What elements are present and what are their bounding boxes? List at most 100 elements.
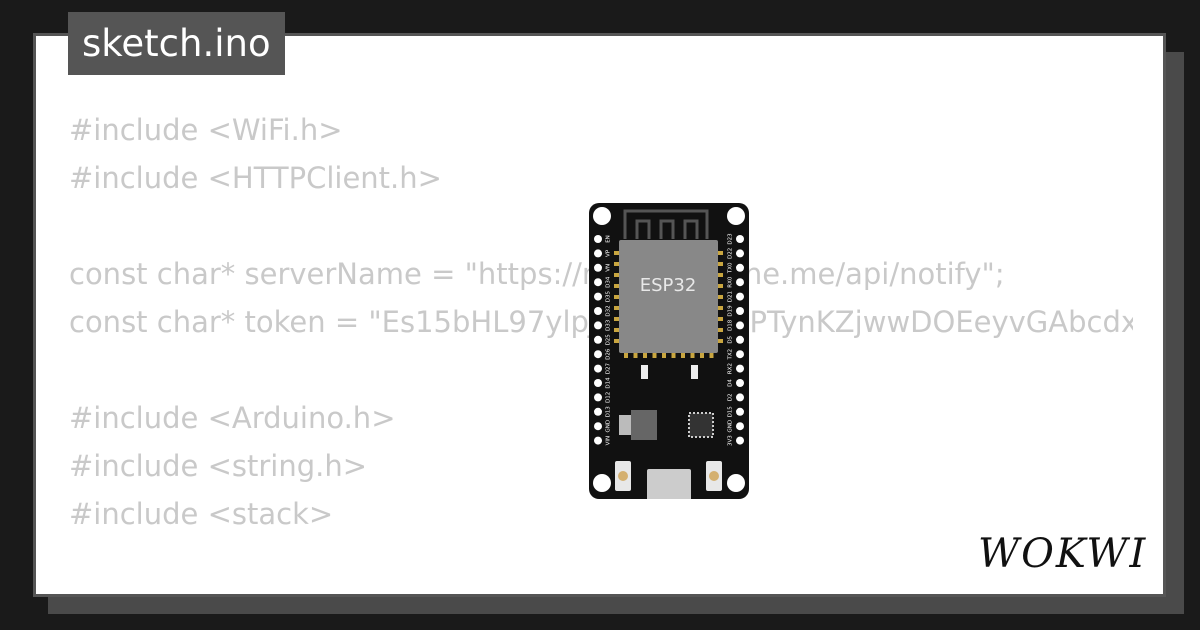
pin-label: TX2 (728, 349, 734, 361)
pin-label: D19 (728, 305, 734, 317)
voltage-regulator (631, 410, 657, 440)
chip-pad (717, 251, 723, 255)
pin-label: D23 (728, 233, 734, 245)
pin-label: D26 (606, 348, 612, 360)
mounting-hole-icon (727, 474, 745, 492)
pin-label: D32 (606, 305, 612, 316)
pin-hole (736, 364, 744, 373)
pin-label: RX0 (728, 276, 734, 288)
pin-hole (594, 364, 602, 373)
pin-label: D25 (606, 334, 612, 346)
chip-pad (690, 352, 695, 358)
pin-label: D21 (728, 291, 734, 302)
pin-hole (736, 249, 744, 258)
pin-hole (594, 407, 602, 416)
chip-pad (717, 295, 723, 299)
chip-pad (614, 284, 620, 288)
pin-hole (736, 335, 744, 344)
pin-hole (594, 321, 602, 330)
pin-hole (594, 335, 602, 344)
chip-pad (614, 328, 620, 332)
chip-pad (717, 339, 723, 343)
pin-hole (736, 422, 744, 431)
chip-pad (717, 306, 723, 310)
chip-pad (614, 251, 620, 255)
chip-pad (717, 328, 723, 332)
pin-label: D33 (606, 319, 612, 331)
pin-label: 3V3 (728, 435, 734, 446)
pin-label: D27 (606, 362, 612, 374)
led-component (641, 365, 648, 379)
pin-label: EN (606, 235, 612, 243)
chip-pad (717, 317, 723, 321)
esp32-board: ESP32 ENVPVND34D35D32D33D25D26D27D14D12D… (589, 203, 749, 499)
pin-hole (736, 307, 744, 315)
mounting-hole-icon (593, 474, 611, 492)
pin-label: D22 (728, 248, 734, 259)
chip-pad (717, 284, 723, 288)
chip-pad (633, 352, 638, 358)
wokwi-logo: WOKWI (978, 531, 1147, 577)
pin-hole (594, 292, 602, 301)
pin-hole (736, 379, 744, 387)
pin-hole (736, 436, 744, 445)
pin-label: D18 (728, 319, 734, 331)
chip-pad (681, 352, 685, 358)
esp32-chip (619, 240, 718, 353)
pin-hole (736, 235, 744, 243)
chip-pad (614, 317, 620, 321)
chip-pad (709, 352, 714, 358)
pin-hole (736, 407, 744, 416)
chip-pad (652, 352, 657, 358)
code-line: #include <string.h> (69, 449, 368, 483)
pin-label: TX0 (728, 262, 734, 274)
chip-pad (614, 306, 620, 310)
pin-label: RX2 (728, 363, 734, 374)
pin-hole (594, 263, 602, 272)
usb-port-icon (647, 469, 691, 499)
pin-label: D34 (606, 276, 612, 288)
svg-text:WOKWI: WOKWI (978, 531, 1147, 577)
pin-hole (736, 321, 744, 330)
pin-hole (594, 350, 602, 359)
mounting-hole-icon (727, 207, 745, 225)
antenna-icon (623, 209, 709, 239)
led-component (691, 365, 698, 379)
pin-label: D14 (606, 377, 612, 389)
pin-hole (736, 278, 744, 287)
pin-label: VP (606, 249, 612, 257)
pin-label: D15 (728, 406, 734, 418)
chip-pad (614, 339, 620, 343)
pin-hole (594, 422, 602, 431)
pin-label: D5 (728, 335, 734, 343)
pin-label: D13 (606, 406, 612, 418)
chip-pad (700, 352, 704, 358)
chip-pad (624, 352, 628, 358)
pin-hole (594, 278, 602, 287)
chip-pad (717, 273, 723, 277)
chip-pad (671, 352, 676, 358)
chip-pad (614, 262, 620, 266)
code-line: #include <Arduino.h> (69, 401, 396, 435)
pin-hole (736, 350, 744, 359)
chip-pad (614, 273, 620, 277)
pin-hole (594, 379, 602, 387)
code-line (69, 538, 1133, 586)
chip-pad (662, 352, 666, 358)
chip-pad (717, 262, 723, 266)
code-line: #include <WiFi.h> (69, 113, 343, 147)
pin-label: VN (606, 264, 612, 272)
pin-hole (736, 263, 744, 272)
pin-hole (594, 393, 602, 402)
pin-label: GND (606, 420, 612, 433)
pin-label: D2 (728, 394, 734, 402)
file-name-tab[interactable]: sketch.ino (68, 12, 285, 75)
chip-label: ESP32 (640, 275, 697, 296)
pin-hole (594, 307, 602, 315)
code-line: const char* serverName = "https://notify… (69, 257, 1005, 291)
usb-uart-chip (688, 412, 714, 438)
mounting-hole-icon (593, 207, 611, 225)
pin-label: D12 (606, 392, 612, 403)
pin-hole (594, 235, 602, 243)
pin-label: VIN (606, 436, 612, 446)
